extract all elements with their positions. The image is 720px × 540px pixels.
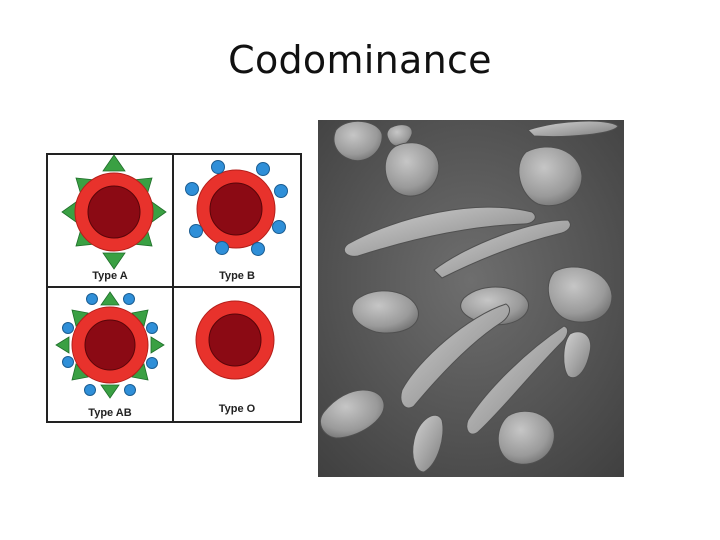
type-a-red-cell-icon (61, 155, 167, 270)
type-ab-label: Type AB (88, 407, 132, 419)
type-b-label: Type B (219, 270, 255, 282)
sickle-cell-image (318, 120, 624, 477)
slide-title: Codominance (228, 38, 492, 82)
type-o-cell: Type O (174, 288, 300, 421)
type-b-red-cell-icon (185, 160, 288, 256)
type-ab-red-cell-icon (55, 291, 165, 399)
type-o-label: Type O (218, 403, 256, 415)
type-a-cell: Type A (48, 155, 174, 288)
blood-type-diagram: Type A Type B (46, 153, 302, 423)
type-o-red-cell-icon (195, 300, 275, 380)
type-a-label: Type A (92, 270, 128, 282)
type-ab-cell: Type AB (48, 288, 174, 421)
sickle-cell-micrograph (318, 120, 624, 477)
type-b-cell: Type B (174, 155, 300, 288)
